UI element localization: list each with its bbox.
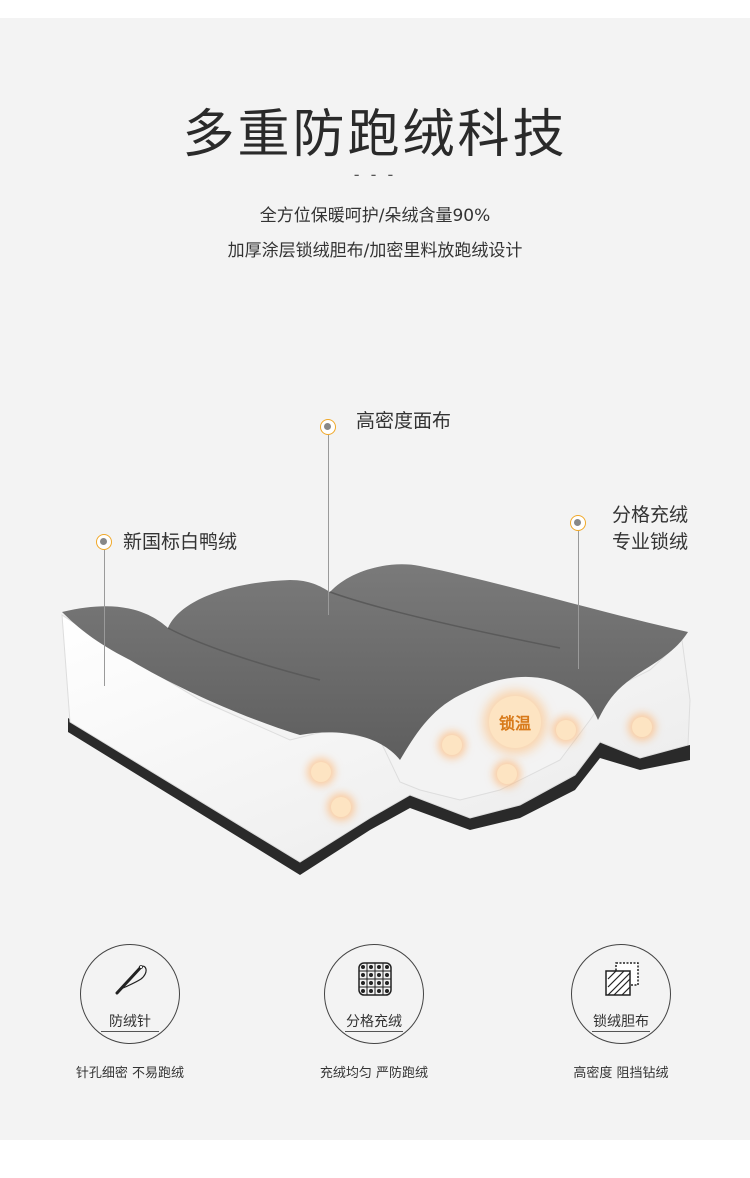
feature-lining-circle: 锁绒胆布 xyxy=(571,944,671,1044)
callout-leader-down xyxy=(104,550,105,686)
callout-baffle-label: 分格充绒 专业锁绒 xyxy=(612,502,688,556)
callout-marker-down xyxy=(96,534,112,550)
fabric-layers-icon xyxy=(605,962,639,996)
lock-warmth-badge: 锁温 xyxy=(489,696,541,748)
warmth-glow-dot xyxy=(442,735,462,755)
feature-baffle-desc: 充绒均匀 严防跑绒 xyxy=(319,1066,429,1081)
feature-lining: 锁绒胆布 高密度 阻挡钻绒 xyxy=(521,944,721,1081)
warmth-glow-dot xyxy=(331,797,351,817)
down-jacket-cross-section-diagram xyxy=(61,564,691,875)
warmth-glow-dot xyxy=(632,717,652,737)
feature-baffle-circle: 分格充绒 xyxy=(324,944,424,1044)
warmth-glow-dot xyxy=(497,764,517,784)
feature-needle-label: 防绒针 xyxy=(109,1014,151,1030)
feature-lining-label: 锁绒胆布 xyxy=(593,1014,649,1030)
callout-down-label: 新国标白鸭绒 xyxy=(123,531,238,553)
callout-fabric-label: 高密度面布 xyxy=(356,410,452,432)
callout-marker-baffle xyxy=(570,515,586,531)
down-filling xyxy=(61,614,691,863)
feature-baffle: 分格充绒 充绒均匀 严防跑绒 xyxy=(274,944,474,1081)
callout-marker-fabric xyxy=(320,419,336,435)
warmth-glow-dot xyxy=(311,762,331,782)
feature-needle: 防绒针 针孔细密 不易跑绒 xyxy=(30,944,230,1081)
callout-leader-baffle xyxy=(578,531,579,669)
callout-baffle-line-1: 分格充绒 xyxy=(612,504,689,526)
feature-baffle-label: 分格充绒 xyxy=(346,1014,402,1030)
needle-icon xyxy=(115,965,147,995)
subtitle-line-1: 全方位保暖呵护/朵绒含量90% xyxy=(259,206,491,226)
feature-lining-desc: 高密度 阻挡钻绒 xyxy=(573,1066,669,1081)
outer-shell-fabric xyxy=(62,564,688,760)
warmth-glow-dot xyxy=(556,720,576,740)
callout-leader-fabric xyxy=(328,435,329,615)
page-title: 多重防跑绒科技 xyxy=(182,105,568,165)
title-divider: - - - xyxy=(353,165,397,184)
subtitle-line-2: 加厚涂层锁绒胆布/加密里料放跑绒设计 xyxy=(227,241,523,261)
callout-baffle-line-2: 专业锁绒 xyxy=(612,531,689,553)
quilted-grid-icon xyxy=(358,962,392,996)
feature-needle-circle: 防绒针 xyxy=(80,944,180,1044)
feature-needle-desc: 针孔细密 不易跑绒 xyxy=(75,1066,185,1081)
